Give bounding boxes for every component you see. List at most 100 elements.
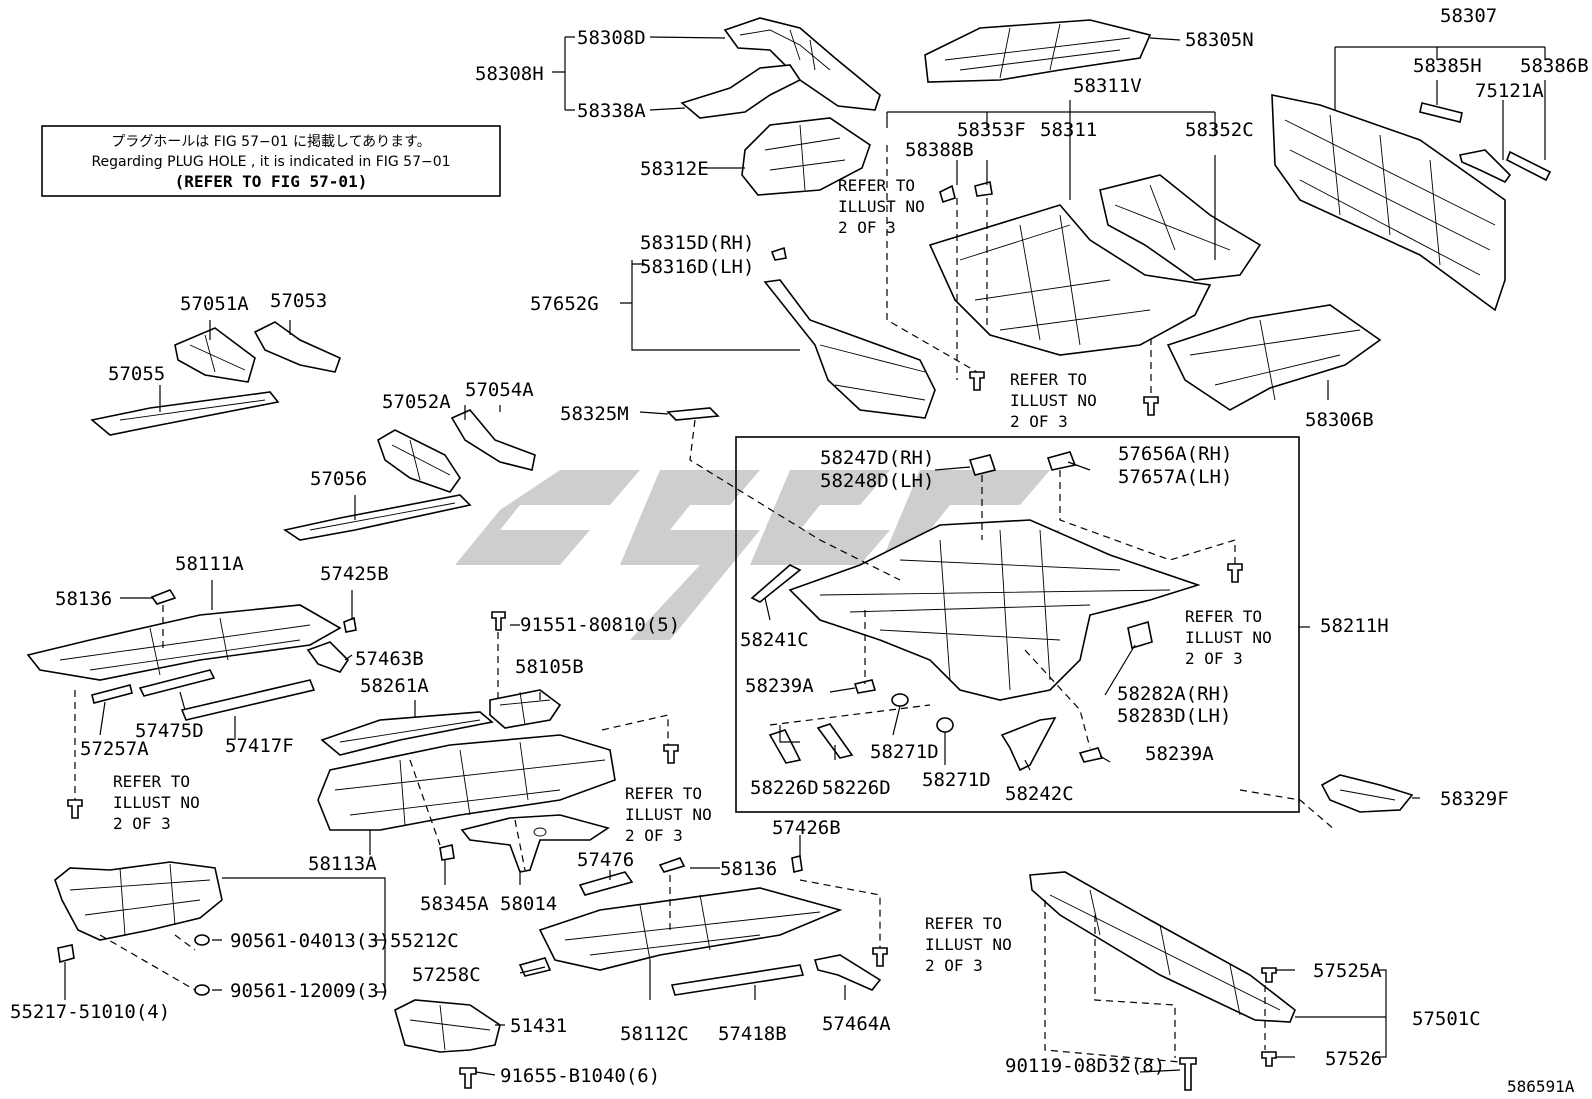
part-58113A	[317, 734, 616, 831]
label-75121A: 75121A	[1475, 80, 1544, 102]
label-57052A: 57052A	[382, 391, 451, 413]
label-58239A-right: 58239A	[1145, 743, 1214, 765]
part-57053	[253, 321, 342, 373]
label-57055: 57055	[108, 363, 165, 385]
part-58282A	[1127, 620, 1153, 650]
part-57652G	[763, 279, 936, 419]
part-58386B	[1506, 150, 1552, 182]
label-58014: 58014	[500, 893, 557, 915]
part-58136-mid	[658, 857, 686, 873]
part-58388B	[939, 184, 956, 204]
part-58105B	[489, 689, 562, 729]
label-57425B: 57425B	[320, 563, 389, 585]
part-90561-04013	[194, 934, 210, 946]
part-58352C	[1099, 174, 1262, 281]
part-58325M	[666, 407, 720, 421]
label-58329F: 58329F	[1440, 788, 1509, 810]
label-58136-mid: 58136	[720, 858, 777, 880]
part-58311	[928, 204, 1212, 356]
refer-c-line3: 2 OF 3	[1185, 649, 1243, 668]
refer-b-line2: ILLUST NO	[1010, 391, 1097, 410]
part-58345A	[439, 844, 455, 861]
part-58261A	[320, 711, 494, 756]
note-line-ja: プラグホールは FIG 57−01 に掲載してあります。	[111, 134, 431, 150]
dashed-guides	[74, 145, 1336, 1063]
part-57055	[90, 391, 280, 436]
label-57475D: 57475D	[135, 720, 204, 742]
label-58308D: 58308D	[577, 27, 646, 49]
label-90561-04013: 90561-04013(3)	[230, 930, 390, 952]
part-58315D	[770, 246, 787, 261]
label-57258C: 57258C	[412, 964, 481, 986]
label-58312E: 58312E	[640, 158, 709, 180]
floor-assembly-frame	[735, 436, 1300, 813]
bolt-refer-2	[1143, 396, 1159, 416]
label-58311V: 58311V	[1073, 75, 1142, 97]
label-58242C: 58242C	[1005, 783, 1074, 805]
label-58271D-left: 58271D	[870, 741, 939, 763]
label-57054A: 57054A	[465, 379, 534, 401]
label-57418B: 57418B	[718, 1023, 787, 1045]
part-51431	[394, 999, 501, 1053]
part-57501C	[1029, 871, 1296, 1023]
part-57656A	[1046, 451, 1077, 471]
part-58247D	[968, 454, 997, 476]
part-58111A	[26, 604, 342, 681]
part-57052A	[377, 429, 461, 493]
label-57257A: 57257A	[80, 738, 149, 760]
part-58241C	[750, 564, 802, 603]
part-58271D-left	[891, 693, 909, 707]
part-58242C	[1000, 717, 1057, 772]
label-57051A: 57051A	[180, 293, 249, 315]
bolt-refer-4	[663, 744, 679, 764]
part-90119-bolt	[1179, 1057, 1197, 1091]
refer-a-line1: REFER TO	[838, 176, 915, 195]
part-58226D-right	[816, 723, 854, 759]
part-75121A	[1458, 149, 1512, 184]
label-55212C: 55212C	[390, 930, 459, 952]
bolt-refer-3	[1227, 563, 1243, 583]
label-58315D: 58315D(RH)	[640, 232, 754, 254]
label-57656A: 57656A(RH)	[1118, 443, 1232, 465]
label-57501C: 57501C	[1412, 1008, 1481, 1030]
part-55217-clip	[57, 944, 75, 964]
part-90561-12009	[194, 984, 210, 996]
part-57525A	[1261, 967, 1277, 983]
part-58338A	[680, 64, 802, 119]
plug-hole-note: プラグホールは FIG 57−01 に掲載してあります。 Regarding P…	[41, 125, 501, 197]
refer-d-line1: REFER TO	[113, 772, 190, 791]
label-58325M: 58325M	[560, 403, 629, 425]
refer-e-line2: ILLUST NO	[625, 805, 712, 824]
note-box	[41, 125, 501, 197]
part-58385H	[1419, 102, 1463, 123]
part-57463B	[306, 641, 350, 673]
leader-lines	[64, 36, 1546, 1076]
refer-c-line1: REFER TO	[1185, 607, 1262, 626]
refer-e-line1: REFER TO	[625, 784, 702, 803]
label-58316D: 58316D(LH)	[640, 256, 754, 278]
label-90561-12009: 90561-12009(3)	[230, 980, 390, 1002]
part-91655-bolt	[459, 1067, 477, 1089]
label-58311: 58311	[1040, 119, 1097, 141]
label-58388B: 58388B	[905, 139, 974, 161]
part-58226D-left	[768, 729, 802, 764]
label-57525A: 57525A	[1313, 960, 1382, 982]
part-57051A	[174, 327, 256, 383]
label-58248D: 58248D(LH)	[820, 470, 934, 492]
label-57464A: 57464A	[822, 1013, 891, 1035]
label-57526: 57526	[1325, 1048, 1382, 1070]
part-58306B	[1166, 304, 1382, 411]
part-57475D	[138, 669, 216, 697]
part-91551-bolt	[491, 611, 506, 631]
part-58307	[1271, 94, 1506, 312]
part-57418B	[670, 964, 805, 996]
part-labels: 58308H 58308D 58338A 58305N 58307 58385H…	[10, 5, 1589, 1096]
refer-a-line3: 2 OF 3	[838, 218, 896, 237]
label-90119: 90119-08D32(8)	[1005, 1055, 1165, 1077]
part-57054A	[450, 409, 536, 471]
label-58353F: 58353F	[957, 119, 1026, 141]
part-58308D	[723, 17, 881, 111]
part-57425B	[343, 616, 357, 633]
refer-e-line3: 2 OF 3	[625, 826, 683, 845]
